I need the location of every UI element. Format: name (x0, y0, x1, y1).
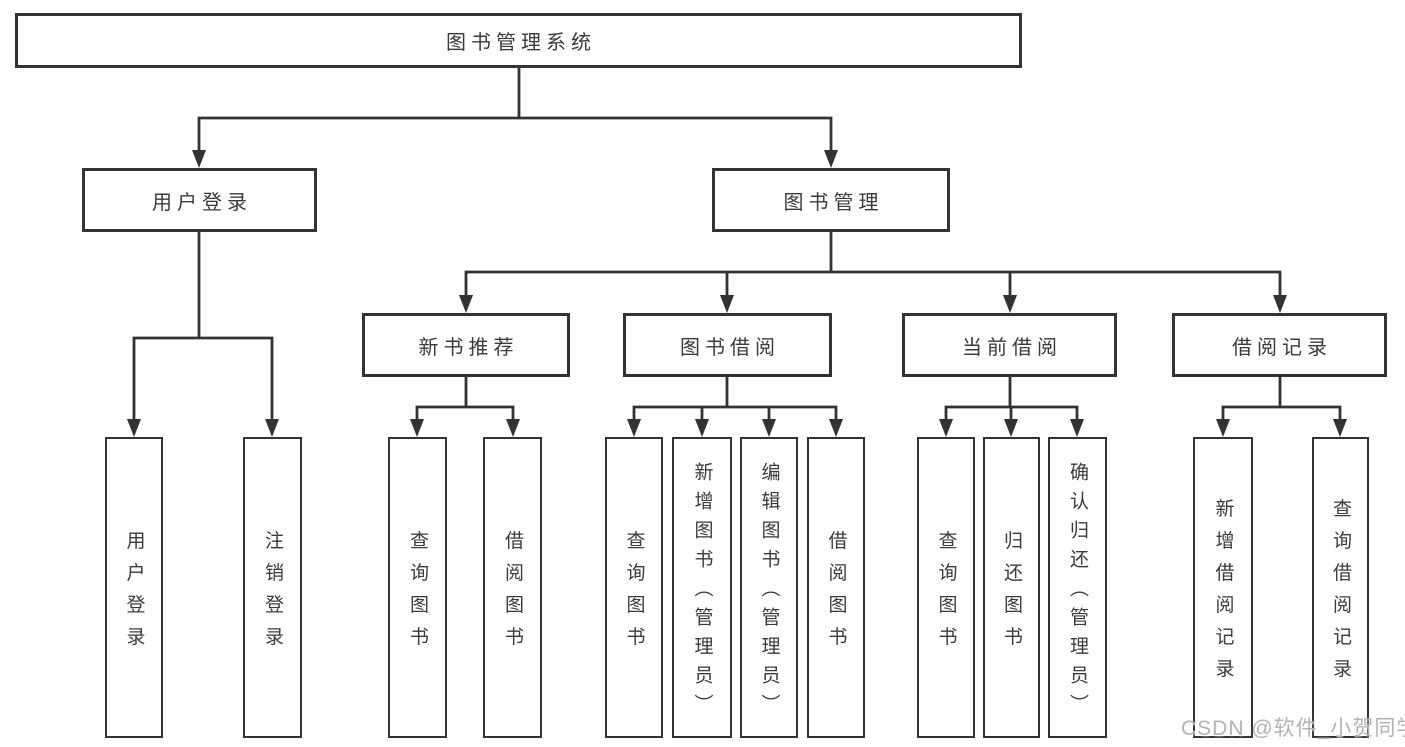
connector-borrow (632, 377, 838, 421)
leaf-current-confirm-admin-label: 确认归还（管理员） (1067, 462, 1088, 723)
node-library-system-label: 图书管理系统 (446, 32, 596, 54)
arrowhead (762, 419, 776, 437)
arrowhead (939, 419, 953, 437)
node-borrow-record-label: 借阅记录 (1232, 336, 1332, 359)
arrowhead (192, 150, 206, 168)
leaf-record-add: 新增借阅记录 (1193, 437, 1253, 738)
leaf-record-query: 查询借阅记录 (1312, 437, 1369, 738)
leaf-borrow-edit-admin: 编辑图书（管理员） (740, 437, 798, 738)
leaf-borrow-borrow: 借阅图书 (807, 437, 865, 738)
arrowhead (1003, 295, 1017, 313)
connector-current (944, 377, 1079, 421)
connector-book-mgmt (464, 232, 1282, 297)
node-new-book-recommend: 新书推荐 (362, 313, 570, 377)
leaf-record-query-label: 查询借阅记录 (1330, 498, 1351, 690)
node-book-borrow-label: 图书借阅 (680, 336, 780, 359)
arrowhead (506, 419, 520, 437)
arrowhead (265, 419, 279, 437)
node-borrow-record: 借阅记录 (1172, 313, 1387, 377)
connector-root (197, 68, 833, 153)
arrowhead (410, 419, 424, 437)
arrowhead (829, 419, 843, 437)
leaf-newbook-query-label: 查询图书 (407, 530, 428, 658)
leaf-newbook-query: 查询图书 (388, 437, 447, 738)
arrowhead (1070, 419, 1084, 437)
node-library-system: 图书管理系统 (15, 13, 1022, 68)
arrowhead (627, 419, 641, 437)
leaf-borrow-add-admin: 新增图书（管理员） (672, 437, 732, 738)
node-book-management-label: 图书管理 (783, 191, 884, 214)
leaf-current-return: 归还图书 (983, 437, 1040, 738)
leaf-borrow-edit-admin-label: 编辑图书（管理员） (758, 462, 780, 723)
leaf-user-login: 用户登录 (105, 437, 163, 738)
watermark: CSDN @软件_小贺同学 (1181, 717, 1405, 740)
leaf-current-confirm-admin: 确认归还（管理员） (1048, 437, 1107, 738)
leaf-current-return-label: 归还图书 (1001, 530, 1022, 658)
node-book-borrow: 图书借阅 (623, 313, 832, 377)
arrowhead (720, 295, 734, 313)
leaf-current-query: 查询图书 (917, 437, 975, 738)
connector-record (1221, 377, 1342, 421)
leaf-borrow-borrow-label: 借阅图书 (825, 530, 847, 658)
leaf-current-query-label: 查询图书 (935, 530, 957, 658)
leaf-logout: 注销登录 (243, 437, 302, 738)
arrowhead (824, 150, 838, 168)
leaf-borrow-query: 查询图书 (605, 437, 663, 738)
node-user-login-label: 用户登录 (152, 191, 252, 214)
leaf-borrow-query-label: 查询图书 (623, 530, 645, 658)
arrowhead (127, 419, 141, 437)
leaf-user-login-label: 用户登录 (123, 530, 145, 658)
leaf-record-add-label: 新增借阅记录 (1212, 498, 1234, 690)
arrowhead (1333, 419, 1347, 437)
connector-new-book (415, 377, 515, 421)
leaf-newbook-borrow-label: 借阅图书 (502, 530, 523, 658)
arrowhead (459, 295, 473, 313)
arrowhead (1004, 419, 1018, 437)
leaf-borrow-add-admin-label: 新增图书（管理员） (691, 462, 713, 723)
arrowhead (1273, 295, 1287, 313)
node-current-borrow: 当前借阅 (902, 313, 1117, 377)
node-book-management: 图书管理 (712, 168, 950, 232)
node-user-login: 用户登录 (82, 168, 317, 232)
node-new-book-recommend-label: 新书推荐 (418, 336, 519, 359)
arrowhead (1216, 419, 1230, 437)
leaf-newbook-borrow: 借阅图书 (483, 437, 542, 738)
node-current-borrow-label: 当前借阅 (962, 336, 1062, 359)
leaf-logout-label: 注销登录 (262, 530, 283, 658)
arrowhead (695, 419, 709, 437)
connector-user-login (132, 232, 274, 421)
